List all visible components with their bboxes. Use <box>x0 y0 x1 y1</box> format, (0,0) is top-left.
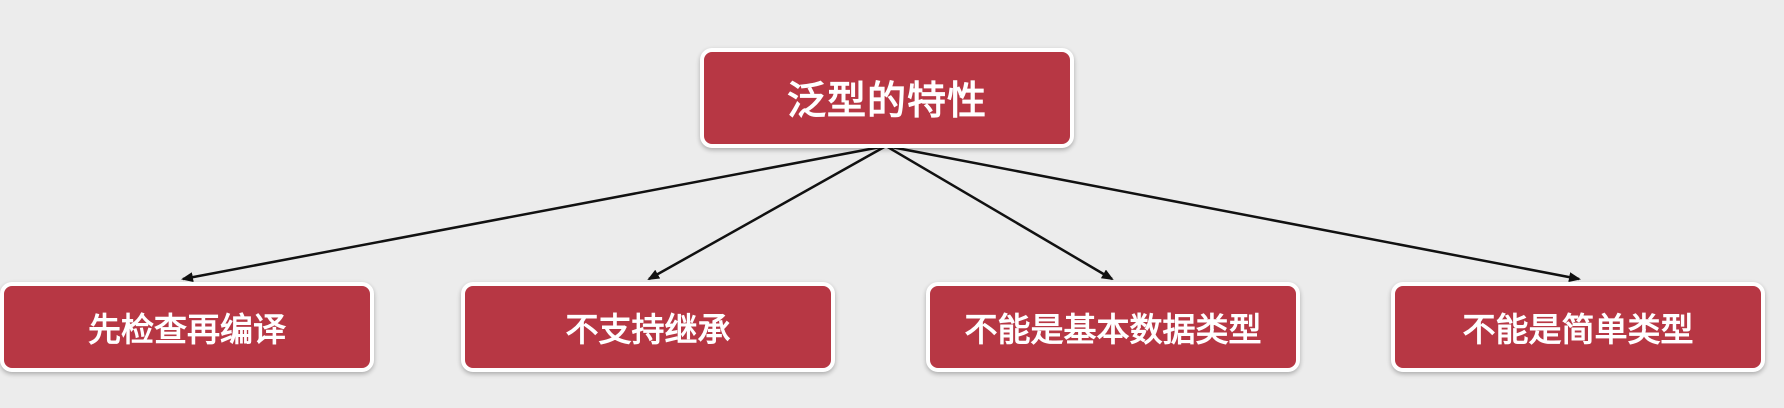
child-node-2: 不支持继承 <box>461 282 835 372</box>
child-node-2-label: 不支持继承 <box>565 310 731 349</box>
arrow-to-child-4 <box>885 144 1581 283</box>
child-node-4: 不能是简单类型 <box>1391 282 1765 372</box>
child-node-3-label: 不能是基本数据类型 <box>964 310 1262 349</box>
arrow-to-child-1 <box>181 144 887 283</box>
arrow-to-child-2 <box>647 144 887 281</box>
root-node-label: 泛型的特性 <box>786 79 987 124</box>
root-node: 泛型的特性 <box>700 48 1074 148</box>
child-node-4-label: 不能是简单类型 <box>1462 310 1694 349</box>
child-node-1: 先检查再编译 <box>0 282 374 372</box>
child-node-1-label: 先检查再编译 <box>88 310 286 349</box>
child-node-3: 不能是基本数据类型 <box>926 282 1300 372</box>
arrow-to-child-3 <box>885 144 1114 281</box>
